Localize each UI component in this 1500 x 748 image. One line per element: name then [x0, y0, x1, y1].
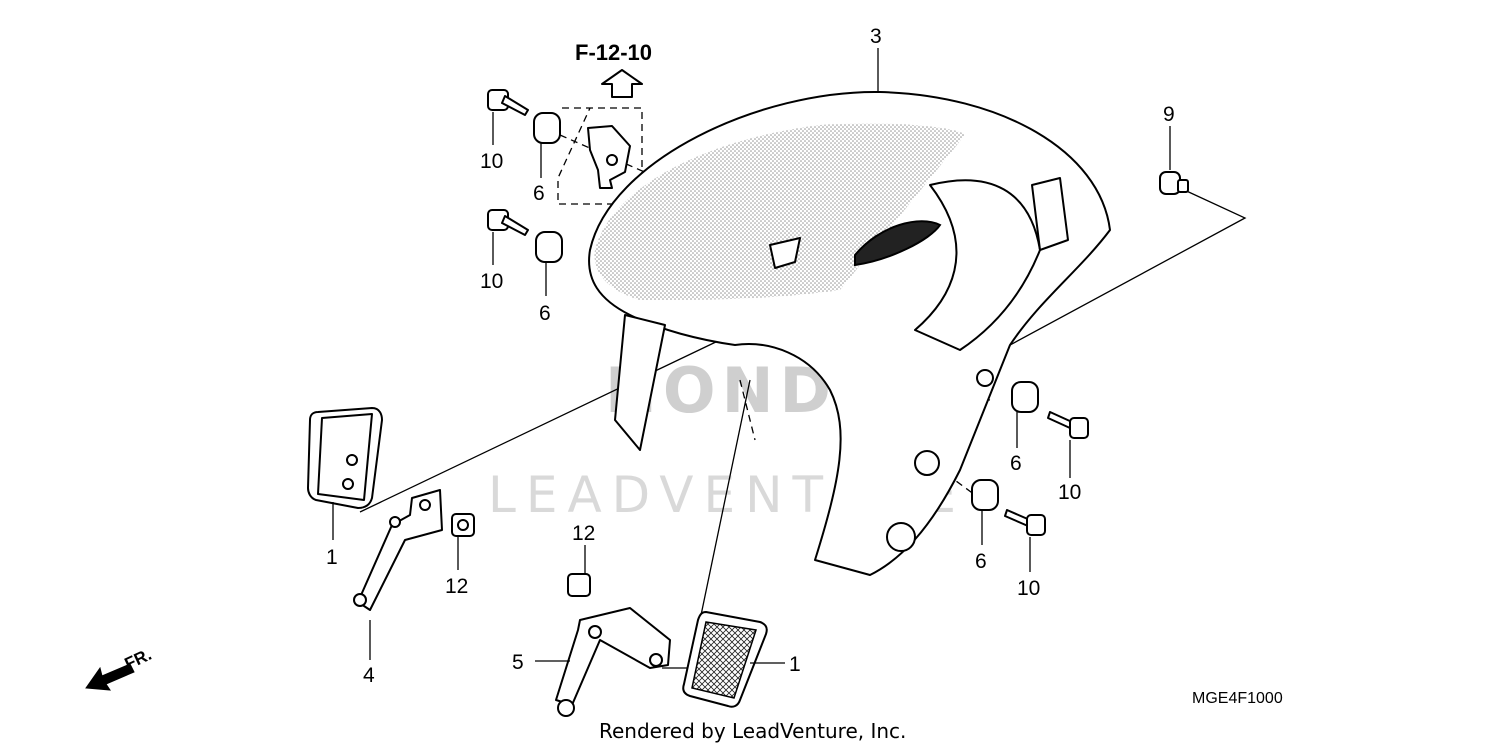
callout-6[interactable]: 6: [539, 302, 551, 325]
bracket-right: [555, 607, 671, 717]
bolt-10-upper: [487, 89, 529, 116]
callout-3[interactable]: 3: [870, 25, 882, 48]
callout-1[interactable]: 1: [326, 546, 338, 569]
grommet-6-right-lower: [971, 479, 999, 511]
up-arrow-icon: [601, 69, 643, 98]
callout-6[interactable]: 6: [533, 182, 545, 205]
reference-f-12-10[interactable]: F-12-10: [575, 40, 652, 98]
reflector-left: [307, 407, 383, 509]
callout-6[interactable]: 6: [1010, 452, 1022, 475]
callout-4[interactable]: 4: [363, 664, 375, 687]
callouts: 3 9 10 6 10 6 6 10 6 10 1 12 4 12 5 1: [326, 25, 1175, 687]
screw-9: [1159, 171, 1189, 195]
callout-10[interactable]: 10: [480, 150, 503, 173]
bracket-left: [353, 489, 443, 611]
bolt-10-right-upper: [1047, 411, 1089, 439]
callout-1[interactable]: 1: [789, 653, 801, 676]
bolt-10-right-lower: [1004, 509, 1046, 536]
diagram-code: MGE4F1000: [1192, 690, 1283, 707]
rendered-by-footer: Rendered by LeadVenture, Inc.: [599, 719, 906, 743]
front-direction-marker: FR.: [85, 645, 155, 691]
arrow-front-icon: [85, 663, 135, 691]
callout-5[interactable]: 5: [512, 651, 524, 674]
reflector-right: [682, 611, 768, 708]
grommet-6-right-upper: [1011, 381, 1039, 413]
reference-label[interactable]: F-12-10: [575, 40, 652, 65]
grommet-6-upper: [533, 112, 561, 144]
nut-12-lower: [567, 573, 591, 597]
callout-6[interactable]: 6: [975, 550, 987, 573]
callout-12[interactable]: 12: [445, 575, 468, 598]
nut-12-left: [451, 513, 475, 537]
callout-leaders: [332, 48, 1171, 664]
callout-9[interactable]: 9: [1163, 103, 1175, 126]
upper-clip-bracket: [587, 125, 631, 189]
grommet-6-middle: [535, 231, 563, 263]
callout-10[interactable]: 10: [1058, 481, 1081, 504]
bolt-10-middle: [487, 209, 529, 236]
callout-10[interactable]: 10: [1017, 577, 1040, 600]
callout-12[interactable]: 12: [572, 522, 595, 545]
front-fender: [588, 90, 1111, 576]
callout-10[interactable]: 10: [480, 270, 503, 293]
